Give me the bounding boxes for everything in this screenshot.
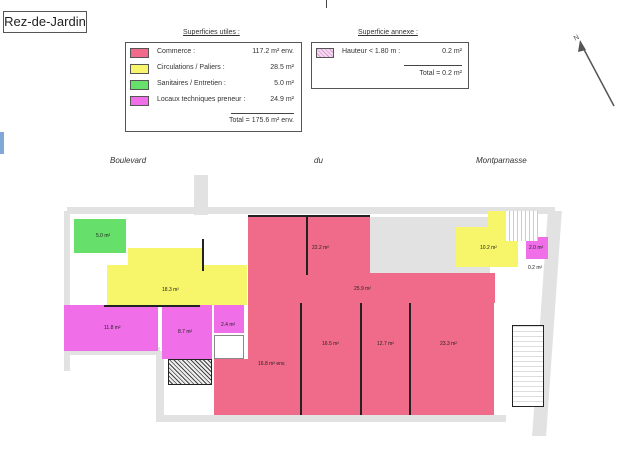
- bottom-wall-mid: [156, 351, 164, 421]
- room-shop-b: 12.7 m²: [361, 303, 409, 415]
- side-tab-marker: [0, 132, 4, 154]
- legend-label: Hauteur < 1.80 m :: [342, 48, 401, 55]
- room-shop-entry-annex: [214, 359, 248, 415]
- legend-annex-heading: Superficie annexe :: [358, 29, 418, 36]
- legend-label: Circulations / Paliers :: [157, 64, 225, 71]
- stair-top-right: [506, 211, 538, 241]
- room-local-right: 2.0 m²: [526, 237, 548, 259]
- entrance-pier: [194, 175, 208, 215]
- room-local-24: 2.4 m²: [214, 305, 244, 333]
- room-shop-entry: 16.8 m² env.: [248, 303, 300, 415]
- legend-row-locaux: Locaux techniques preneur : 24.9 m²: [126, 96, 301, 106]
- floor-plan: 5.0 m² 18.3 m² 11.8 m² 8.7 m² 2.4 m² 22.…: [60, 175, 562, 436]
- wall: [202, 239, 204, 271]
- wall: [248, 215, 370, 217]
- annex-label: 0.2 m²: [528, 265, 543, 271]
- room-sanitaires: 5.0 m²: [74, 219, 126, 253]
- wall: [300, 303, 302, 415]
- room-shop-c: 23.3 m²: [410, 303, 494, 415]
- room-hall: 25.9 m²: [248, 273, 495, 303]
- bottom-wall-left: [64, 347, 160, 355]
- wall: [409, 303, 411, 415]
- legend-row-sanitaires: Sanitaires / Entretien : 5.0 m²: [126, 80, 301, 90]
- wall: [360, 303, 362, 415]
- north-arrow-icon: N: [573, 34, 615, 107]
- left-wall: [64, 211, 70, 371]
- wall: [104, 305, 200, 307]
- hatched-void: [168, 359, 212, 385]
- facade-wall: [67, 207, 555, 214]
- legend-main: Commerce : 117.2 m² env. Circulations / …: [125, 42, 302, 132]
- legend-label: Sanitaires / Entretien :: [157, 80, 226, 87]
- room-local-87: 8.7 m²: [162, 305, 212, 359]
- room-shop-a: 16.5 m²: [300, 303, 360, 415]
- legend-row-hauteur: Hauteur < 1.80 m : 0.2 m²: [312, 48, 468, 58]
- street-word-1: Boulevard: [110, 156, 147, 165]
- bottom-wall: [156, 415, 506, 422]
- swatch-circulations: [130, 64, 149, 74]
- room-circulation-right-upper: [488, 211, 508, 229]
- room-wc-block: 22.2 m²: [248, 215, 370, 273]
- legend-annex: Hauteur < 1.80 m : 0.2 m² Total = 0.2 m²: [311, 42, 469, 89]
- legend-value: 24.9 m²: [270, 96, 294, 103]
- room-circulation-left-upper: [128, 248, 203, 268]
- street-word-3: Montparnasse: [476, 156, 527, 165]
- svg-text:N: N: [573, 34, 581, 43]
- legend-total: Total = 0.2 m²: [419, 70, 462, 77]
- swatch-sanitaires: [130, 80, 149, 90]
- street-word-2: du: [314, 156, 323, 165]
- room-local-11: 11.8 m²: [64, 305, 158, 351]
- swatch-locaux: [130, 96, 149, 106]
- legend-divider: [231, 113, 294, 114]
- legend-label: Commerce :: [157, 48, 196, 55]
- legend-row-commerce: Commerce : 117.2 m² env.: [126, 48, 301, 58]
- swatch-hatched: [316, 48, 334, 58]
- swatch-commerce: [130, 48, 149, 58]
- legend-label: Locaux techniques preneur :: [157, 96, 246, 103]
- legend-main-heading: Superficies utiles :: [183, 29, 240, 36]
- legend-value: 117.2 m² env.: [252, 48, 294, 55]
- legend-value: 5.0 m²: [274, 80, 294, 87]
- room-circulation-left: [107, 265, 247, 305]
- wall: [306, 215, 308, 275]
- axis-tick: [326, 0, 327, 8]
- legend-total: Total = 175.6 m² env.: [228, 117, 294, 124]
- stair-bottom-right: [512, 325, 544, 407]
- legend-value: 0.2 m²: [442, 48, 462, 55]
- legend-divider: [404, 65, 462, 66]
- plan-title: Rez-de-Jardin: [3, 11, 87, 33]
- legend-value: 28.5 m²: [270, 64, 294, 71]
- legend-row-circulations: Circulations / Paliers : 28.5 m²: [126, 64, 301, 74]
- lift-shaft: [214, 335, 244, 359]
